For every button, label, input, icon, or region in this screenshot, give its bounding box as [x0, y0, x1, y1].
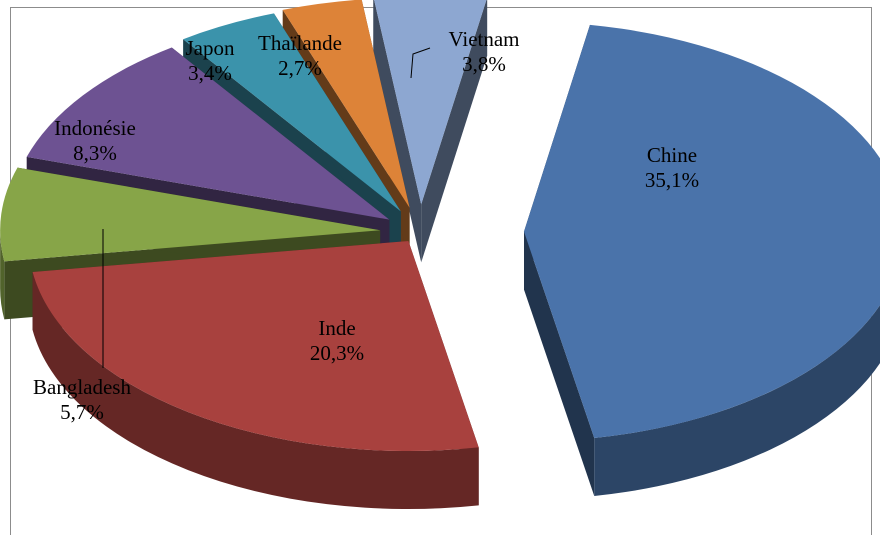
data-label-name: Inde [318, 316, 355, 340]
leaders-layer [102, 47, 431, 368]
slice-side-wall [421, 0, 488, 263]
slice-outer-wall [594, 304, 880, 497]
slice-vietnam [373, 0, 488, 263]
slice-outer-wall [0, 230, 5, 320]
slice-top-face [282, 0, 410, 208]
slice-side-wall [373, 0, 422, 263]
data-label-name: Chine [647, 143, 697, 167]
slice-top-face [523, 24, 880, 439]
slice-top-face [374, 0, 487, 205]
slice-top-face [26, 47, 390, 220]
slices-layer [0, 0, 880, 510]
data-label-value: 8,3% [73, 141, 117, 165]
slice-inde [32, 241, 479, 510]
slice-top-face [32, 241, 479, 452]
slice-top-face [0, 167, 381, 262]
data-label-value: 20,3% [310, 341, 364, 365]
data-label-value: 35,1% [645, 168, 699, 192]
slice-side-wall [523, 231, 595, 497]
data-label-value: 5,7% [60, 400, 104, 424]
data-label-name: Bangladesh [33, 375, 131, 399]
slice-chine [523, 24, 880, 497]
data-label-value: 2,7% [278, 56, 322, 80]
data-label-name: Vietnam [448, 27, 519, 51]
data-label-value: 3,8% [462, 52, 506, 76]
data-label-name: Indonésie [54, 116, 136, 140]
slice-top-face [183, 13, 401, 212]
data-label-name: Thaïlande [258, 31, 342, 55]
data-label-name: Japon [186, 36, 235, 60]
data-label-value: 3,4% [188, 61, 232, 85]
slice-outer-wall [32, 272, 479, 510]
leader-line [410, 47, 431, 79]
